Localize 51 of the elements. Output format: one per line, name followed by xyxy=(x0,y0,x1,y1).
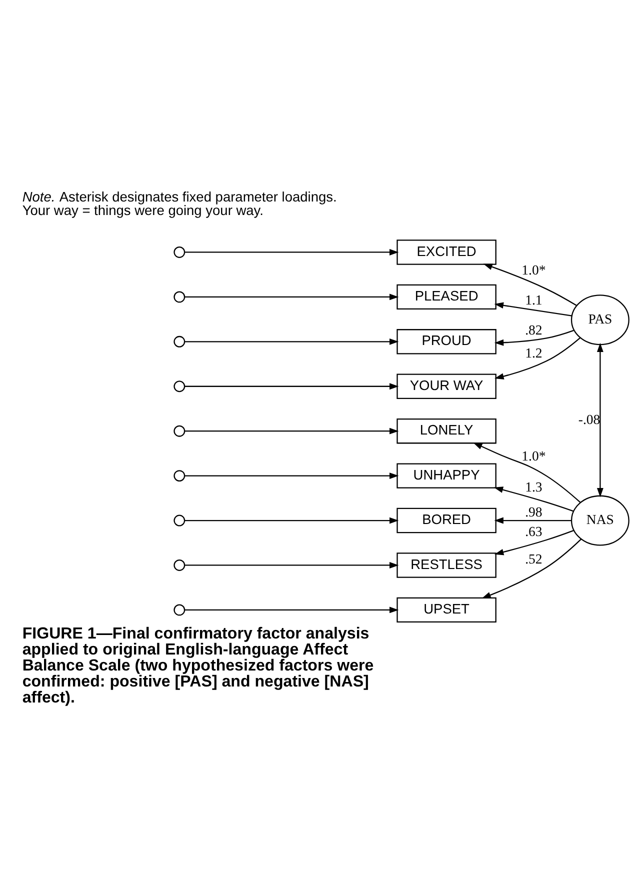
node-box: PROUD xyxy=(396,328,496,354)
arrow xyxy=(184,516,399,524)
node-box: UNHAPPY xyxy=(396,462,496,488)
arrow xyxy=(494,516,572,524)
edge-label: 1.3 xyxy=(525,478,542,494)
node-circle xyxy=(174,246,186,258)
edge-label: .82 xyxy=(525,322,542,337)
arrow xyxy=(184,472,399,479)
node-box: UPSET xyxy=(396,596,496,622)
node-circle xyxy=(174,380,186,392)
arrow xyxy=(184,427,399,434)
arrow xyxy=(494,486,574,512)
node-circle xyxy=(174,290,186,302)
arrow xyxy=(184,293,399,300)
arrow xyxy=(184,382,399,390)
edge-label: 1.0* xyxy=(522,262,546,278)
arrow xyxy=(473,442,581,503)
node-box: EXCITED xyxy=(396,239,496,264)
node-circle xyxy=(174,559,186,570)
arrow xyxy=(494,336,581,379)
edge-label: 1.1 xyxy=(525,292,542,308)
arrow xyxy=(184,338,399,344)
node-box: PLEASED xyxy=(396,284,496,310)
caption: FIGURE 1—Final confirmatory factor analysis applied to original English-language Affect Balance Scale (two hypothesized factors were confirmed: positive [PAS] and negative [NAS] affect). xyxy=(22,624,374,706)
arrow xyxy=(494,329,574,346)
arrow xyxy=(184,606,399,613)
node-ellipse: PAS xyxy=(570,294,630,345)
node-circle xyxy=(174,424,186,436)
arrow xyxy=(483,263,577,306)
node-box: YOUR WAY xyxy=(396,373,496,398)
node-circle xyxy=(174,470,186,482)
edge-label: -.08 xyxy=(578,411,600,426)
edge-label: .52 xyxy=(525,551,542,566)
edge-label: .98 xyxy=(525,504,542,520)
arrow xyxy=(494,302,572,316)
node-box: LONELY xyxy=(396,418,496,444)
node-box: RESTLESS xyxy=(396,552,496,578)
edge-label: 1.2 xyxy=(525,344,542,360)
node-circle xyxy=(174,335,186,347)
node-circle xyxy=(174,604,186,616)
label: Note. Asterisk designates fixed parameter loadings. Your way = things were going your way. xyxy=(22,188,337,218)
arrow xyxy=(482,538,582,598)
arrow xyxy=(184,248,399,255)
arrow xyxy=(596,342,604,497)
node-ellipse: NAS xyxy=(570,494,630,546)
edge-label: .63 xyxy=(525,524,542,539)
node-circle xyxy=(174,514,186,526)
edge-label: 1.0* xyxy=(522,448,546,463)
node-box: BORED xyxy=(396,507,496,533)
arrow xyxy=(184,562,399,568)
arrow xyxy=(494,530,574,555)
